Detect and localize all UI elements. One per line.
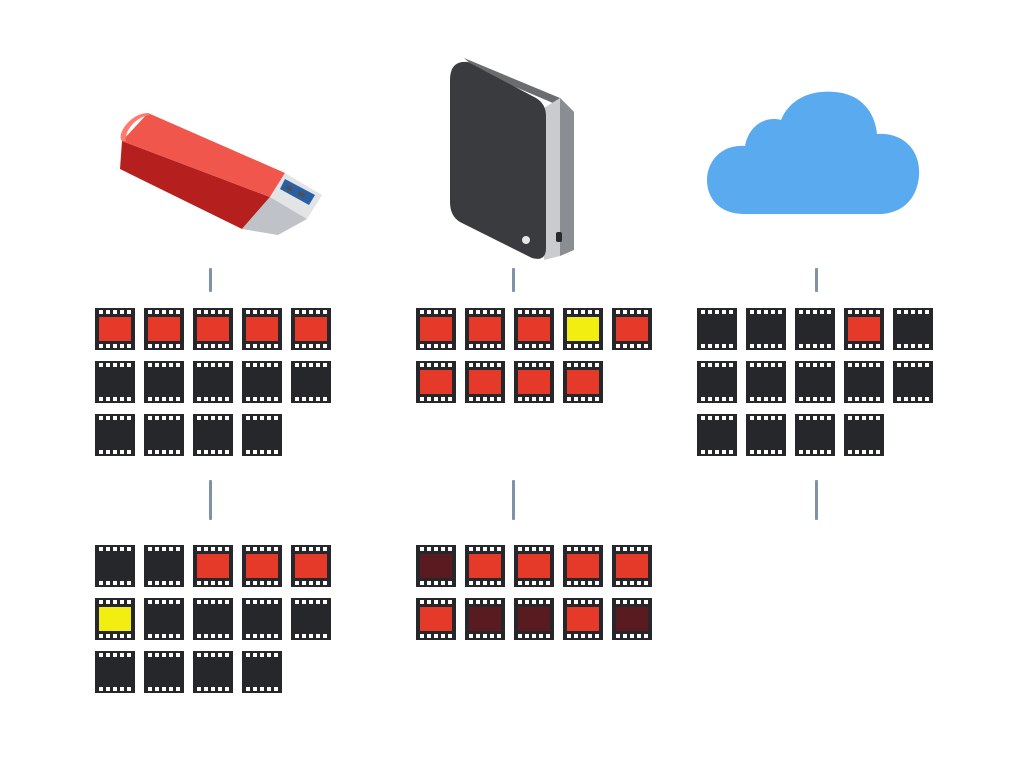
film-frame-dark (144, 545, 184, 587)
film-frame-red (563, 361, 603, 403)
hdd-top-connector (512, 268, 515, 292)
film-frame-dark (242, 598, 282, 640)
film-frame-dark (844, 361, 884, 403)
film-frame-dark (95, 651, 135, 693)
film-frame-dark (291, 361, 331, 403)
film-frame-dark (144, 651, 184, 693)
film-frame-dark (893, 308, 933, 350)
film-frame-dark (746, 308, 786, 350)
film-frame-red (514, 361, 554, 403)
cloud-top-connector (815, 268, 818, 292)
usb-bottom-connector (209, 480, 212, 520)
film-frame-dark (242, 361, 282, 403)
film-frame-dark (95, 361, 135, 403)
film-frame-dark (795, 414, 835, 456)
hdd-bottom-connector (512, 480, 515, 520)
film-frame-dark (242, 651, 282, 693)
film-frame-maroon (416, 545, 456, 587)
usb-top-frame-grid (95, 308, 331, 456)
film-frame-dark (795, 361, 835, 403)
film-frame-red (844, 308, 884, 350)
film-frame-maroon (465, 598, 505, 640)
film-frame-dark (144, 414, 184, 456)
film-frame-red (465, 308, 505, 350)
film-frame-red (291, 308, 331, 350)
film-frame-red (242, 308, 282, 350)
usb-flash-drive-icon (110, 105, 335, 255)
film-frame-dark (746, 414, 786, 456)
external-hard-drive-icon (440, 50, 585, 265)
film-frame-dark (893, 361, 933, 403)
film-frame-dark (144, 361, 184, 403)
film-frame-red (612, 308, 652, 350)
film-frame-dark (795, 308, 835, 350)
film-frame-red (291, 545, 331, 587)
film-frame-red (144, 308, 184, 350)
film-frame-red (193, 545, 233, 587)
film-frame-dark (193, 414, 233, 456)
cloud-top-frame-grid (697, 308, 933, 456)
film-frame-dark (95, 545, 135, 587)
film-frame-dark (697, 308, 737, 350)
hdd-top-frame-grid (416, 308, 652, 403)
film-frame-red (193, 308, 233, 350)
film-frame-dark (291, 598, 331, 640)
film-frame-yellow (563, 308, 603, 350)
film-frame-red (612, 545, 652, 587)
film-frame-dark (193, 598, 233, 640)
film-frame-yellow (95, 598, 135, 640)
film-frame-red (95, 308, 135, 350)
usb-top-connector (209, 268, 212, 292)
film-frame-red (514, 545, 554, 587)
film-frame-dark (697, 414, 737, 456)
film-frame-red (465, 545, 505, 587)
film-frame-dark (242, 414, 282, 456)
film-frame-dark (193, 361, 233, 403)
film-frame-dark (144, 598, 184, 640)
film-frame-red (563, 598, 603, 640)
cloud-bottom-connector (815, 480, 818, 520)
film-frame-dark (95, 414, 135, 456)
film-frame-dark (193, 651, 233, 693)
film-frame-red (416, 598, 456, 640)
usb-bottom-frame-grid (95, 545, 331, 693)
film-frame-maroon (514, 598, 554, 640)
hdd-bottom-frame-grid (416, 545, 652, 640)
film-frame-red (465, 361, 505, 403)
cloud-storage-icon (705, 88, 925, 218)
film-frame-dark (746, 361, 786, 403)
film-frame-maroon (612, 598, 652, 640)
film-frame-red (514, 308, 554, 350)
film-frame-dark (697, 361, 737, 403)
film-frame-red (416, 361, 456, 403)
film-frame-red (416, 308, 456, 350)
film-frame-red (242, 545, 282, 587)
film-frame-red (563, 545, 603, 587)
film-frame-dark (844, 414, 884, 456)
